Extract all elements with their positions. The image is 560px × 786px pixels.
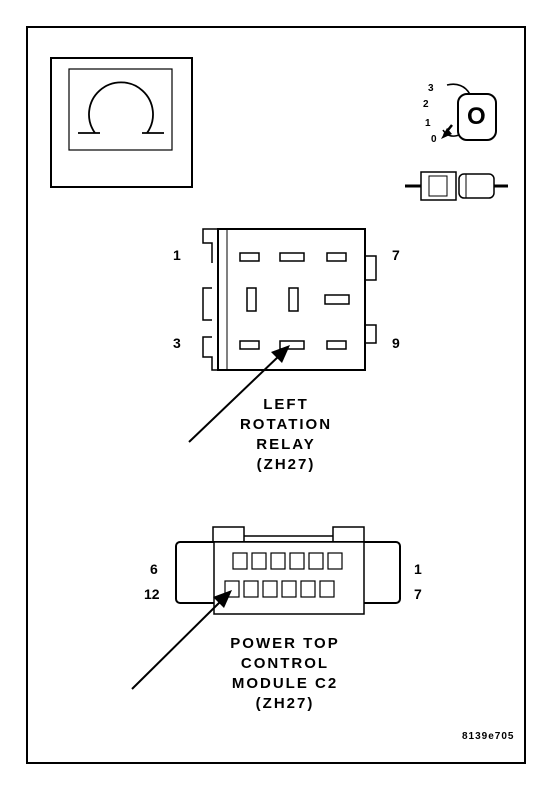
module-title-line-3: MODULE C2 (231, 675, 339, 692)
relay-title-line-4: (ZH27) (256, 456, 316, 473)
relay-connector (202, 228, 377, 371)
relay-title-line-1: LEFT (263, 396, 309, 413)
ignition-position-1: 1 (425, 118, 431, 129)
relay-title-line-3: RELAY (256, 436, 316, 453)
module-pin-12: 12 (144, 586, 160, 602)
module-pin-6: 6 (150, 561, 158, 577)
module-pointer-arrow (131, 590, 232, 690)
ignition-key-icon (441, 83, 497, 141)
module-pin-7: 7 (414, 586, 422, 602)
module-title-line-1: POWER TOP (230, 635, 340, 652)
diagram-frame (26, 26, 526, 764)
ohmmeter-box (50, 57, 193, 188)
omega-icon (78, 81, 164, 134)
module-title: POWER TOP CONTROL MODULE C2 (ZH27) (195, 634, 375, 714)
module-title-line-2: CONTROL (240, 655, 330, 672)
relay-pointer-arrow (188, 345, 290, 443)
ignition-position-3: 3 (428, 83, 434, 94)
connector-plug-icon (405, 171, 508, 201)
module-pin-1: 1 (414, 561, 422, 577)
relay-title-line-2: ROTATION (239, 416, 333, 433)
relay-pin-3: 3 (173, 335, 181, 351)
module-title-line-4: (ZH27) (255, 695, 315, 712)
module-connector (175, 526, 401, 615)
relay-pin-1: 1 (173, 247, 181, 263)
figure-code: 8139e705 (462, 731, 515, 742)
ignition-position-0: 0 (431, 134, 437, 145)
relay-title: LEFT ROTATION RELAY (ZH27) (206, 395, 366, 475)
relay-pin-9: 9 (392, 335, 400, 351)
relay-pin-7: 7 (392, 247, 400, 263)
module-cavities (224, 552, 343, 598)
ignition-position-2: 2 (423, 99, 429, 110)
ignition-key-label: O (467, 103, 486, 130)
